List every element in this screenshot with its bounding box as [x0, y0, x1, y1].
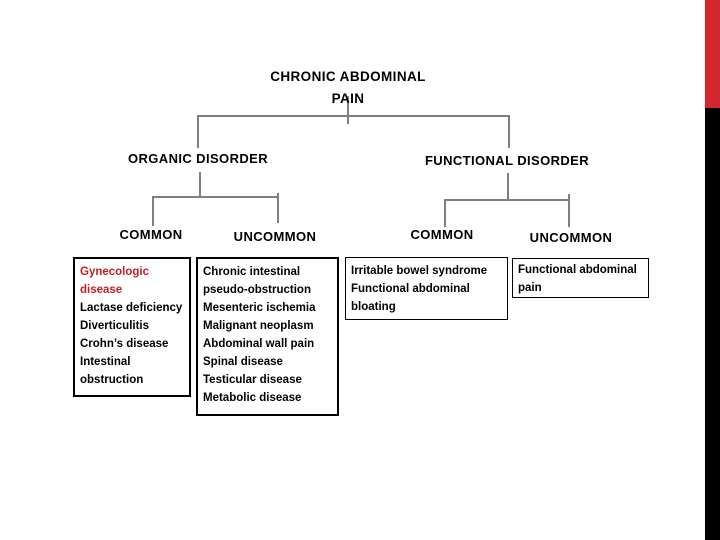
connector-title-stem [347, 96, 349, 124]
node-organic-common: COMMON [119, 227, 183, 242]
list-item: pain [518, 282, 542, 294]
title-line-2: PAIN [331, 91, 365, 106]
connector-organic-horizontal [152, 196, 279, 198]
connector-functional-common-drop [444, 199, 446, 227]
node-organic-uncommon: UNCOMMON [233, 229, 317, 244]
list-item: Mesenteric ischemia [203, 302, 316, 314]
list-item: Gynecologic [80, 266, 150, 278]
list-item: Metabolic disease [203, 392, 302, 404]
list-item: Crohn’s disease [80, 338, 169, 350]
list-item: obstruction [80, 374, 144, 386]
list-item: Testicular disease [203, 374, 302, 386]
connector-organic-uncommon-drop [277, 193, 279, 223]
connector-functional-uncommon-drop [568, 194, 570, 227]
node-organic-disorder: ORGANIC DISORDER [127, 151, 269, 166]
connector-organic-common-drop [152, 196, 154, 226]
title-line-1: CHRONIC ABDOMINAL [270, 69, 426, 84]
list-item: Malignant neoplasm [203, 320, 314, 332]
list-item: Irritable bowel syndrome [351, 265, 488, 277]
list-item: Lactase deficiency [80, 302, 183, 314]
connector-organic-stem [199, 172, 201, 198]
list-item: Chronic intestinal [203, 266, 301, 278]
list-item: pseudo-obstruction [203, 284, 311, 296]
list-item: Functional abdominal [351, 283, 470, 295]
list-item: Intestinal [80, 356, 131, 368]
box-organic-common: Gynecologic disease Lactase deficiency D… [73, 257, 191, 397]
box-organic-uncommon: Chronic intestinal pseudo-obstruction Me… [196, 257, 339, 416]
node-functional-uncommon: UNCOMMON [529, 230, 613, 245]
connector-functional-stem [507, 173, 509, 201]
box-functional-common: Irritable bowel syndrome Functional abdo… [345, 257, 508, 320]
node-functional-common: COMMON [410, 227, 474, 242]
diagram-title: CHRONIC ABDOMINAL PAIN [270, 66, 426, 110]
connector-functional-drop [508, 115, 510, 148]
list-item: Spinal disease [203, 356, 283, 368]
list-item: bloating [351, 301, 396, 313]
list-item: Functional abdominal [518, 264, 637, 276]
right-edge-red-bar [705, 0, 720, 108]
connector-functional-horizontal [444, 199, 570, 201]
connector-top-horizontal [197, 115, 510, 117]
node-functional-disorder: FUNCTIONAL DISORDER [424, 153, 590, 168]
list-item: disease [80, 284, 123, 296]
right-edge-black-bar [705, 108, 720, 540]
connector-organic-drop [197, 115, 199, 148]
box-functional-uncommon: Functional abdominal pain [512, 258, 649, 298]
list-item: Abdominal wall pain [203, 338, 315, 350]
list-item: Diverticulitis [80, 320, 150, 332]
